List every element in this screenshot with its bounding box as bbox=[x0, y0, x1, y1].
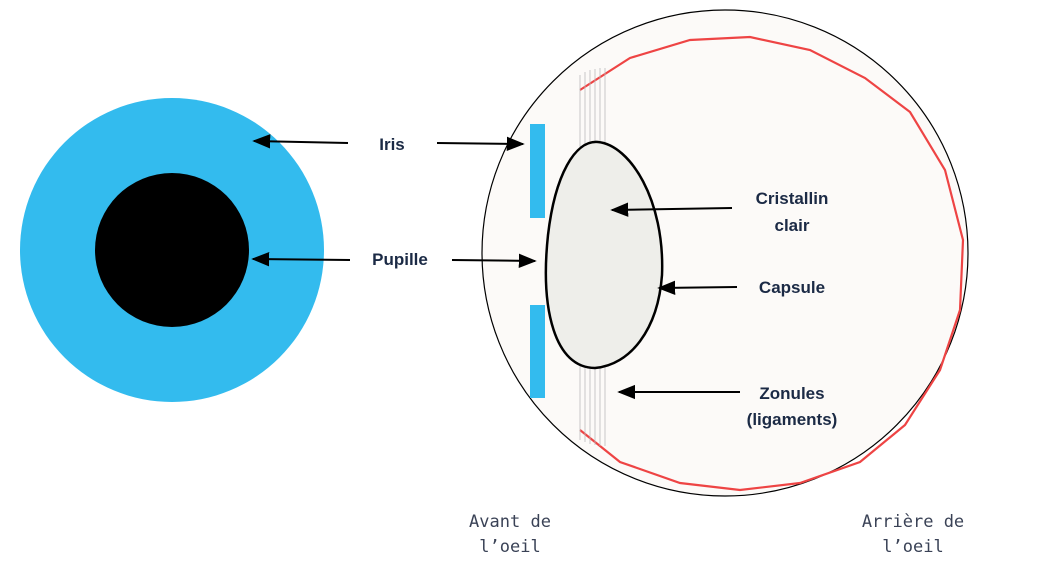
arrow-iris-right bbox=[436, 136, 525, 152]
lens-capsule bbox=[544, 140, 664, 370]
arrow-cristallin bbox=[610, 202, 733, 217]
pupil-front-view bbox=[95, 173, 249, 327]
label-arriere-1: Arrière de bbox=[862, 512, 964, 532]
eyeball-outline bbox=[481, 9, 969, 497]
label-cristallin-1: Cristallin bbox=[756, 189, 829, 208]
label-cristallin-2: clair bbox=[775, 216, 810, 235]
arrow-iris-left bbox=[252, 134, 349, 149]
label-capsule: Capsule bbox=[759, 278, 825, 297]
label-avant-1: Avant de bbox=[469, 512, 551, 532]
arrow-pupille-right bbox=[451, 253, 537, 269]
iris-lower-section bbox=[530, 305, 545, 398]
label-iris: Iris bbox=[379, 135, 405, 154]
label-zonules-1: Zonules bbox=[759, 384, 824, 403]
iris-upper-section bbox=[530, 124, 545, 218]
label-zonules-2: (ligaments) bbox=[747, 410, 838, 429]
label-arriere-2: l’oeil bbox=[882, 537, 943, 557]
retina-line bbox=[579, 35, 965, 492]
arrow-pupille-left bbox=[251, 251, 351, 267]
label-avant-2: l’oeil bbox=[479, 537, 540, 557]
label-pupille: Pupille bbox=[372, 250, 428, 269]
arrow-capsule bbox=[657, 280, 738, 295]
